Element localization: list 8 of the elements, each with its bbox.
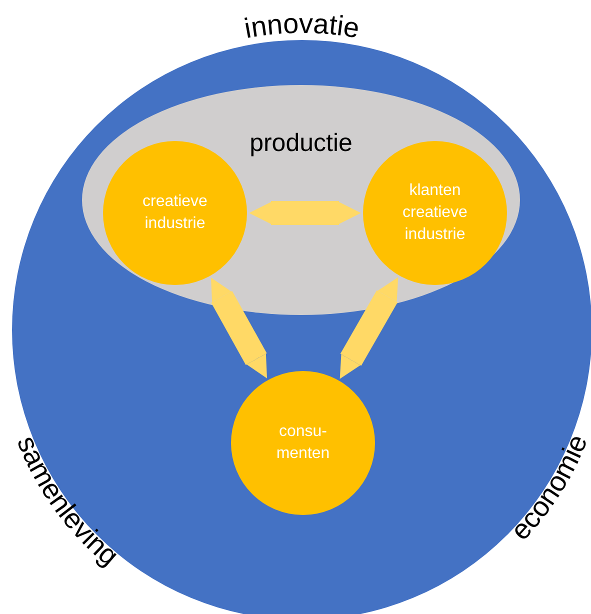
double-arrow <box>249 201 361 225</box>
node-label: consu- menten <box>275 422 331 464</box>
curved-label: innovatie <box>242 8 362 44</box>
group-title: productie <box>250 129 352 158</box>
node-label: creatieve industrie <box>142 192 208 234</box>
double-arrow <box>210 278 268 378</box>
node-label: klanten creatieve industrie <box>402 181 468 245</box>
double-arrow <box>340 277 398 379</box>
